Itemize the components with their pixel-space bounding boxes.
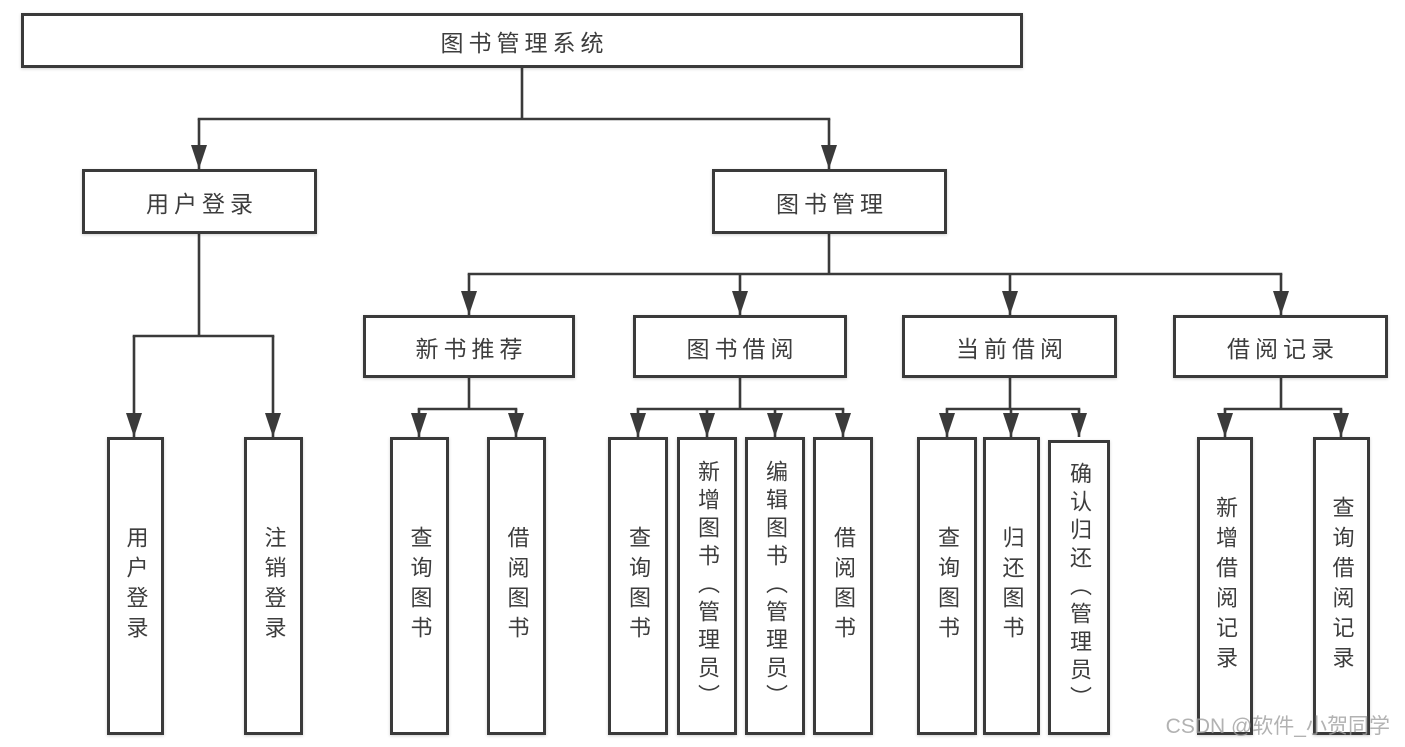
leaf-add-borrow-record: 新增借阅记录 xyxy=(1197,437,1253,735)
leaf-confirm-return-admin-label: 确认归还（管理员） xyxy=(1067,461,1092,714)
node-library-system-label: 图书管理系统 xyxy=(440,29,609,56)
leaf-user-login: 用户登录 xyxy=(107,437,164,735)
leaf-return-books: 归还图书 xyxy=(983,437,1040,735)
node-borrowing-records: 借阅记录 xyxy=(1173,315,1388,378)
leaf-borrow-books-1: 借阅图书 xyxy=(487,437,546,735)
leaf-edit-books-admin: 编辑图书（管理员） xyxy=(745,437,805,735)
leaf-query-books-3: 查询图书 xyxy=(917,437,977,735)
node-new-book-recommend-label: 新书推荐 xyxy=(415,335,528,362)
leaf-borrow-books-2: 借阅图书 xyxy=(813,437,873,735)
leaf-borrow-books-2-label: 借阅图书 xyxy=(831,526,856,646)
leaf-query-books-2-label: 查询图书 xyxy=(626,526,651,646)
leaf-query-books-2: 查询图书 xyxy=(608,437,668,735)
leaf-add-books-admin-label: 新增图书（管理员） xyxy=(695,460,720,712)
node-book-management: 图书管理 xyxy=(712,169,947,234)
leaf-return-books-label: 归还图书 xyxy=(999,526,1025,646)
csdn-watermark: CSDN @软件_小贺同学 xyxy=(1165,715,1390,738)
leaf-query-borrow-record-label: 查询借阅记录 xyxy=(1329,496,1355,676)
leaf-query-books-1-label: 查询图书 xyxy=(407,526,433,646)
node-user-login: 用户登录 xyxy=(82,169,317,234)
node-book-borrowing-label: 图书借阅 xyxy=(686,335,799,362)
leaf-query-books-1: 查询图书 xyxy=(390,437,449,735)
leaf-logout: 注销登录 xyxy=(244,437,303,735)
leaf-query-books-3-label: 查询图书 xyxy=(935,526,960,646)
leaf-add-borrow-record-label: 新增借阅记录 xyxy=(1213,496,1238,676)
leaf-confirm-return-admin: 确认归还（管理员） xyxy=(1048,440,1110,735)
node-borrowing-records-label: 借阅记录 xyxy=(1227,335,1339,362)
leaf-add-books-admin: 新增图书（管理员） xyxy=(677,437,737,735)
node-current-borrowing: 当前借阅 xyxy=(902,315,1117,378)
branch-rails xyxy=(132,66,1343,411)
leaf-user-login-label: 用户登录 xyxy=(123,526,149,646)
leaf-logout-label: 注销登录 xyxy=(261,526,287,646)
node-user-login-label: 用户登录 xyxy=(146,190,258,217)
node-new-book-recommend: 新书推荐 xyxy=(363,315,575,378)
node-current-borrowing-label: 当前借阅 xyxy=(956,335,1068,362)
leaf-borrow-books-1-label: 借阅图书 xyxy=(504,526,530,646)
arrow-connectors xyxy=(126,119,1349,437)
node-book-borrowing: 图书借阅 xyxy=(633,315,847,378)
node-book-management-label: 图书管理 xyxy=(776,190,888,217)
leaf-query-borrow-record: 查询借阅记录 xyxy=(1313,437,1370,735)
node-library-system: 图书管理系统 xyxy=(21,13,1023,68)
leaf-edit-books-admin-label: 编辑图书（管理员） xyxy=(763,460,788,712)
